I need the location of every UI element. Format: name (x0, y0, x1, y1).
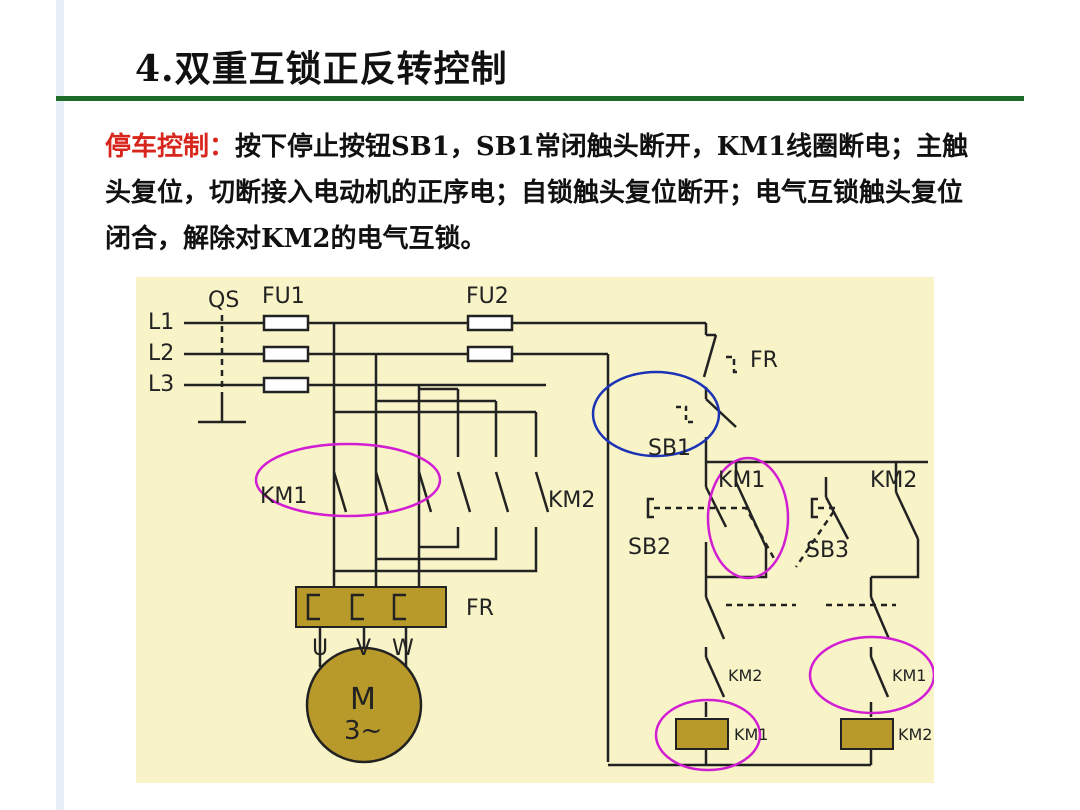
km1-interlock-label: KM1 (892, 666, 926, 685)
sb1-highlight (591, 370, 721, 458)
l2-label: L2 (148, 341, 174, 366)
slide-title: 4.双重互锁正反转控制 (135, 48, 508, 90)
w-label: W (392, 636, 414, 661)
motor-icon (305, 646, 423, 764)
u-label: U (312, 636, 328, 661)
sb2-label: SB2 (628, 535, 671, 560)
circuit-diagram: L1 L2 L3 QS FU1 FU2 FR SB1 KM1 KM2 FR U … (136, 277, 936, 783)
fr-heater-label: FR (466, 596, 494, 621)
qs-label: QS (208, 288, 239, 313)
sb3-label: SB3 (806, 538, 849, 563)
km2-coil-label: KM2 (898, 725, 932, 744)
km2-coil-icon (840, 718, 894, 750)
fr-contact-label: FR (750, 348, 778, 373)
km1-main-label: KM1 (260, 484, 307, 509)
km1-coil-icon (675, 718, 729, 750)
highlights (254, 370, 936, 772)
v-label: V (356, 636, 371, 661)
fr-heater-block (295, 586, 447, 628)
km1-coil-highlight (654, 698, 762, 772)
fu1-label: FU1 (262, 284, 305, 309)
motor-m-label: M (350, 682, 376, 717)
fu1-fuse-icon (262, 314, 310, 394)
title-underline (56, 96, 1024, 101)
l3-label: L3 (148, 372, 174, 397)
km2-main-label: KM2 (548, 488, 595, 513)
description-text: 按下停止按钮SB1，SB1常闭触头断开，KM1线圈断电；主触头复位，切断接入电动… (105, 132, 969, 254)
sb1-label: SB1 (648, 436, 691, 461)
km2-aux-label: KM2 (870, 468, 917, 493)
km2-interlock-label: KM2 (728, 666, 762, 685)
circuit-svg: L1 L2 L3 QS FU1 FU2 FR SB1 KM1 KM2 FR U … (148, 284, 936, 772)
km1-aux-label: KM1 (718, 468, 765, 493)
fu2-fuse-icon (466, 314, 514, 363)
fu2-label: FU2 (466, 284, 509, 309)
km1-coil-label: KM1 (734, 725, 768, 744)
control-wiring (608, 333, 928, 767)
motor-phase-label: 3~ (344, 716, 382, 746)
description-label: 停车控制： (105, 132, 236, 162)
km1-main-highlight (254, 442, 442, 518)
left-accent-bar (56, 0, 64, 810)
description: 停车控制：按下停止按钮SB1，SB1常闭触头断开，KM1线圈断电；主触头复位，切… (105, 124, 985, 262)
l1-label: L1 (148, 310, 174, 335)
power-lines (184, 315, 708, 762)
km1-aux-highlight (706, 456, 790, 580)
